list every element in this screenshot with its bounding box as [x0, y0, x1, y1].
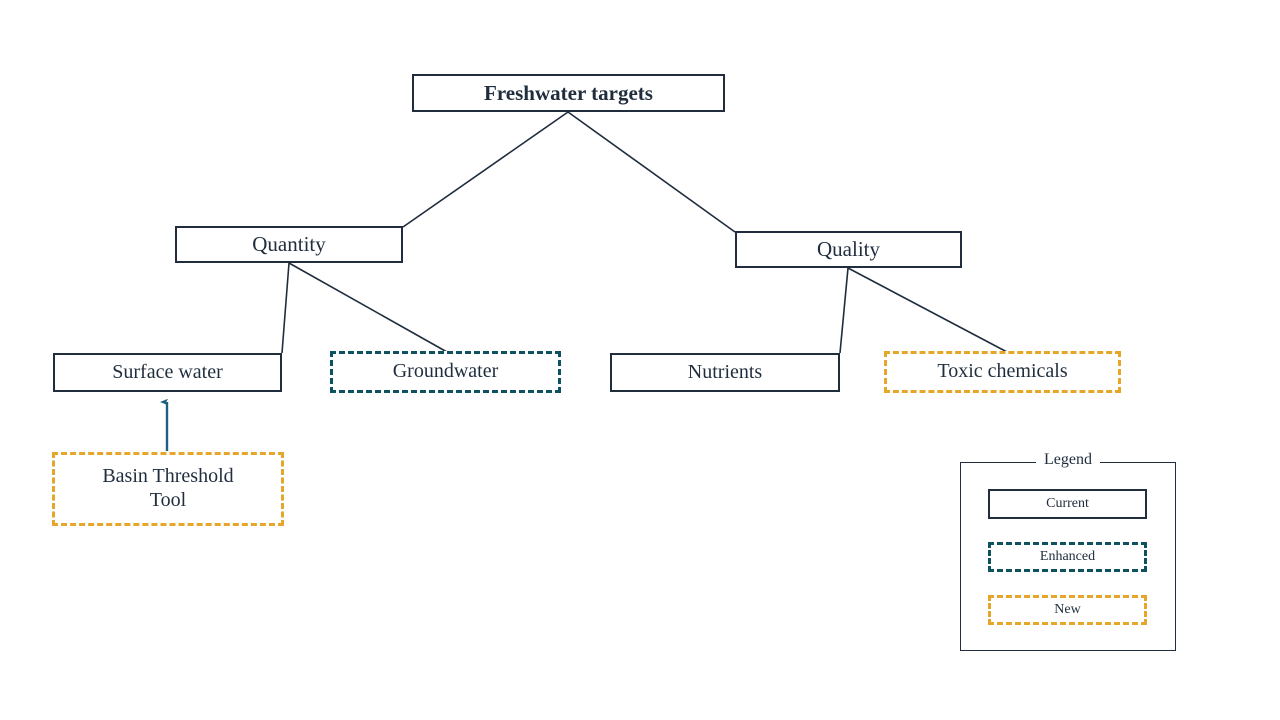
- edge-quality-toxic-chemicals: [847, 267, 1008, 353]
- node-nutrients[interactable]: Nutrients: [610, 353, 840, 392]
- node-label: Freshwater targets: [484, 80, 653, 105]
- edge-quality-nutrients: [839, 267, 849, 354]
- legend: Legend Current Enhanced New: [960, 451, 1176, 651]
- node-groundwater[interactable]: Groundwater: [330, 351, 561, 393]
- node-label: Quality: [817, 237, 880, 262]
- node-label: Nutrients: [687, 360, 763, 383]
- edge-root-quality: [567, 111, 736, 233]
- node-label: Quantity: [252, 232, 326, 257]
- edge-quantity-surface-water: [281, 262, 290, 354]
- node-toxic-chemicals[interactable]: Toxic chemicals: [884, 351, 1121, 393]
- edge-quantity-groundwater: [288, 262, 448, 353]
- node-basin-threshold-tool[interactable]: Basin Threshold Tool: [52, 452, 284, 526]
- node-freshwater-targets[interactable]: Freshwater targets: [412, 74, 725, 112]
- legend-item-current[interactable]: Current: [988, 489, 1147, 519]
- node-surface-water[interactable]: Surface water: [53, 353, 282, 392]
- legend-item-label: New: [1054, 602, 1081, 617]
- edge-root-quantity: [402, 111, 569, 228]
- node-quantity[interactable]: Quantity: [175, 226, 403, 263]
- legend-item-new[interactable]: New: [988, 595, 1147, 625]
- legend-title: Legend: [1036, 451, 1100, 469]
- node-label: Surface water: [112, 360, 223, 383]
- node-quality[interactable]: Quality: [735, 231, 962, 268]
- node-label: Groundwater: [392, 360, 499, 383]
- node-label: Toxic chemicals: [937, 360, 1068, 383]
- legend-item-label: Current: [1046, 496, 1089, 511]
- legend-item-label: Enhanced: [1039, 549, 1096, 564]
- node-label: Basin Threshold Tool: [102, 465, 234, 511]
- legend-item-enhanced[interactable]: Enhanced: [988, 542, 1147, 572]
